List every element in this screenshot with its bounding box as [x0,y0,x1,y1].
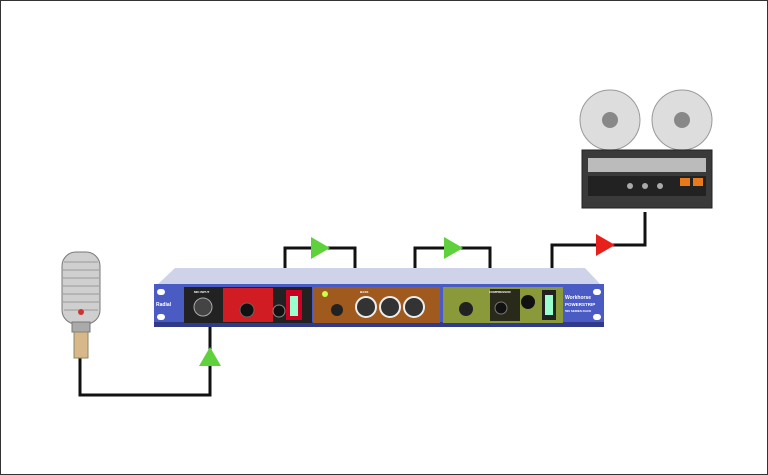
preamp-label: MIC INPUT [194,290,210,294]
signal-arrow-right-red [596,234,615,256]
signal-arrow-right-green [444,237,463,259]
workhorse-rack: Radial Workhorse POWERSTRIP 500 SERIES R… [154,268,604,327]
microphone-icon [61,251,101,359]
rack-brand-text: Radial [156,302,172,308]
tape-recorder-icon [579,89,713,209]
signal-arrow-up-green [199,347,221,366]
wire-mic-to-preamp [78,325,212,397]
signal-arrow-right-green [311,237,330,259]
rack-model-line2: POWERSTRIP [565,302,595,307]
compressor-label: COMPRESSOR [489,290,512,294]
rack-model-line3: 500 SERIES RACK [565,309,592,313]
rack-model-line1: Workhorse [565,295,591,301]
eq-bass-label: BASS [360,290,368,294]
